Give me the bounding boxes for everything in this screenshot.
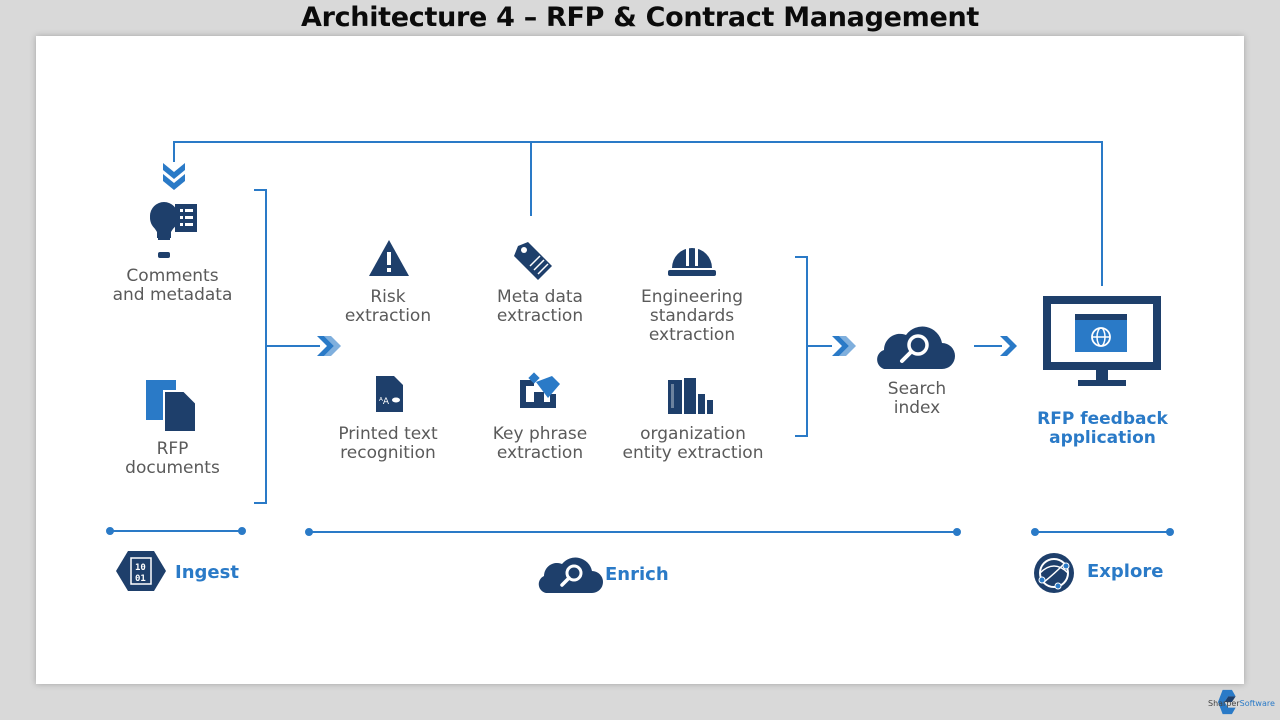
logo-text-software: Software: [1239, 699, 1275, 708]
skill-label-metadata: Meta data extraction: [496, 287, 584, 326]
documents-icon: [146, 380, 197, 433]
logo-text-sharper: Sharper: [1208, 699, 1240, 708]
skill-label-risk: Risk extraction: [344, 287, 432, 326]
svg-text:ᴬA: ᴬA: [379, 397, 390, 407]
chevron-right-icon: [317, 336, 341, 356]
app-label: RFP feedback application: [1037, 409, 1168, 448]
skill-label-engineering: Engineering standards extraction: [641, 287, 743, 345]
feedback-loop-connector: [173, 141, 1103, 286]
svg-text:10: 10: [135, 563, 146, 573]
skills-bracket: [795, 256, 832, 437]
stage-bars: [106, 527, 1174, 536]
skill-label-key-phrase: Key phrase extraction: [492, 424, 588, 463]
warning-icon: [369, 240, 409, 276]
logo-wordmark: SharperSoftware: [1208, 699, 1275, 708]
monitor-globe-icon: [1043, 296, 1161, 386]
skill-label-organization: organization entity extraction: [622, 424, 764, 463]
globe-network-icon: [1034, 553, 1074, 593]
key-phrase-icon: [520, 372, 560, 408]
binary-hexagon-icon: 10 01: [116, 551, 166, 591]
search-index-label: Search index: [887, 379, 947, 418]
source-label-comments: Comments and metadata: [112, 266, 233, 305]
page-title: Architecture 4 – RFP & Contract Manageme…: [300, 2, 979, 33]
stage-label-ingest: Ingest: [175, 562, 239, 583]
chevron-right-icon: [832, 336, 856, 356]
chevron-down-icon: [163, 163, 185, 190]
skill-label-ocr: Printed text recognition: [338, 424, 438, 463]
buildings-icon: [668, 378, 713, 414]
sharper-software-logo-icon: [1218, 689, 1236, 715]
cloud-search-icon: [538, 557, 603, 593]
tag-icon: [514, 242, 552, 280]
ocr-document-icon: ᴬA: [376, 376, 403, 412]
svg-text:01: 01: [135, 574, 146, 584]
stage-label-explore: Explore: [1087, 561, 1164, 582]
lightbulb-document-icon: [150, 202, 197, 258]
arrow-to-app: [974, 336, 1017, 356]
sources-bracket: [254, 189, 320, 504]
cloud-search-icon: [877, 326, 955, 369]
hard-hat-icon: [668, 246, 716, 276]
stage-label-enrich: Enrich: [605, 564, 669, 585]
source-label-rfp-documents: RFP documents: [125, 439, 220, 478]
